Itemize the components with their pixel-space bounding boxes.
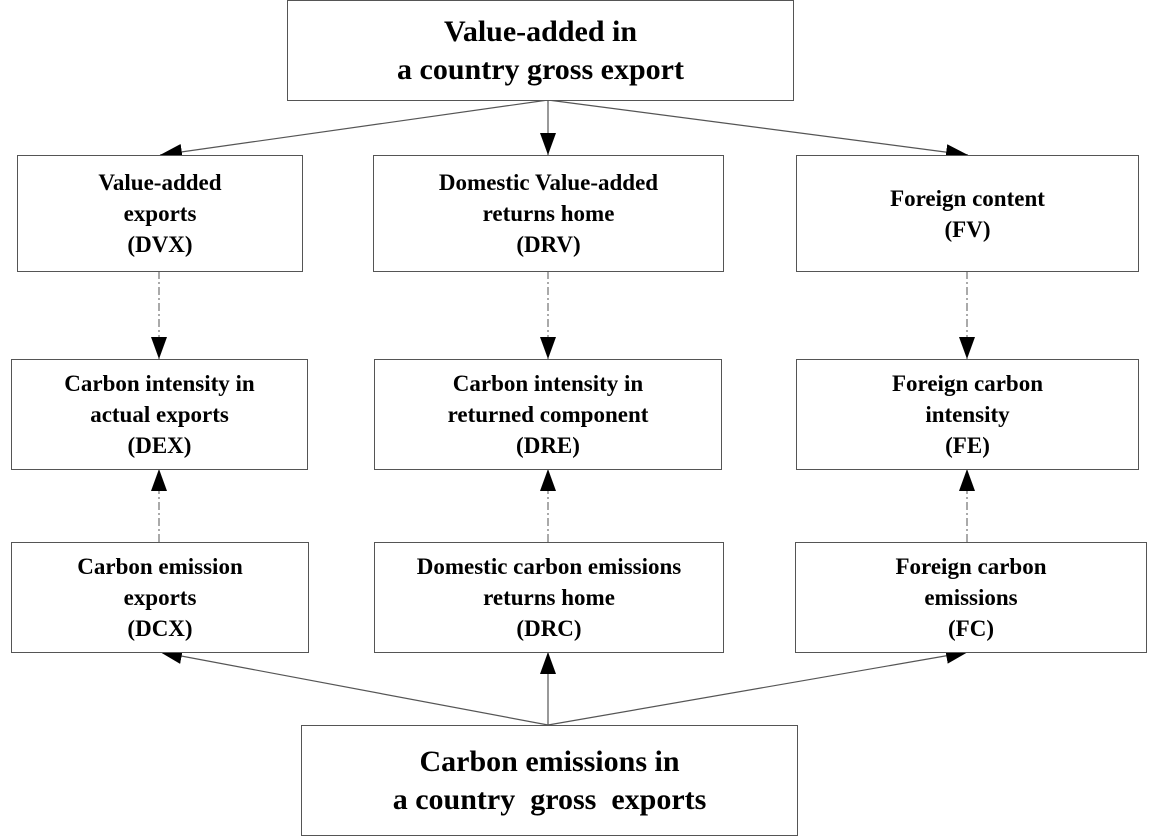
node-fv: Foreign content (FV) — [796, 155, 1139, 272]
node-carbon-emissions-gross-exports: Carbon emissions in a country gross expo… — [301, 725, 798, 836]
node-label-line: a country gross export — [397, 52, 684, 86]
node-label-line: Foreign content — [890, 185, 1045, 211]
node-label-line: (DVX) — [127, 232, 193, 257]
node-label-line: Carbon intensity in — [452, 371, 644, 396]
node-label-line: Foreign carbon — [892, 371, 1043, 396]
node-label-line: Carbon emissions in — [419, 744, 680, 778]
node-label-line: returned component — [447, 402, 649, 427]
node-label-line: exports — [123, 585, 197, 610]
node-label-line: returns home — [482, 201, 615, 226]
node-label-line: actual exports — [90, 402, 229, 427]
node-label-line: (DRE) — [516, 433, 580, 458]
node-dex: Carbon intensity in actual exports (DEX) — [11, 359, 308, 470]
node-label-line: returns home — [483, 585, 615, 610]
arrow-bottom-to-dcx — [159, 648, 549, 726]
arrow-bottom-to-fc — [547, 647, 969, 726]
node-label-line: (DRV) — [516, 232, 581, 257]
node-label-line: intensity — [925, 402, 1010, 427]
node-label-line: exports — [123, 201, 197, 226]
node-label-line: Carbon emission — [77, 554, 243, 579]
node-label-line: a country gross exports — [392, 782, 707, 816]
node-dre: Carbon intensity in returned component (… — [374, 359, 722, 470]
node-label-line: (DCX) — [127, 616, 193, 641]
node-label-line: (FE) — [945, 433, 990, 458]
node-label-line: Value-added in — [443, 14, 638, 48]
node-label-line: Domestic carbon emissions — [416, 554, 682, 579]
arrow-top-to-fv — [547, 99, 969, 161]
node-label-line: (FV) — [944, 216, 991, 242]
node-label-line: Carbon intensity in — [64, 371, 255, 396]
arrow-top-to-dvx — [159, 99, 549, 160]
node-dcx: Carbon emission exports (DCX) — [11, 542, 309, 653]
node-fc: Foreign carbon emissions (FC) — [795, 542, 1147, 653]
node-label-line: Value-added — [98, 170, 222, 195]
node-dvx: Value-added exports (DVX) — [17, 155, 303, 272]
node-fe: Foreign carbon intensity (FE) — [796, 359, 1139, 470]
node-label-line: emissions — [924, 585, 1018, 610]
node-drv: Domestic Value-added returns home (DRV) — [373, 155, 724, 272]
node-label-line: (DRC) — [516, 616, 582, 641]
node-value-added-gross-export: Value-added in a country gross export — [287, 0, 794, 101]
node-label-line: Foreign carbon — [895, 554, 1047, 579]
node-label-line: Domestic Value-added — [438, 170, 659, 195]
node-drc: Domestic carbon emissions returns home (… — [374, 542, 724, 653]
node-label-line: (DEX) — [127, 433, 192, 458]
node-label-line: (FC) — [948, 616, 994, 641]
